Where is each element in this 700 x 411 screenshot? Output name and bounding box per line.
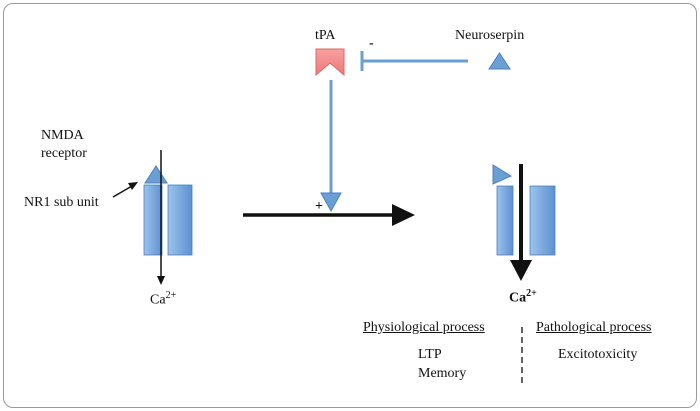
nr1-label: NR1 sub unit (24, 195, 99, 210)
right-nr1-shape (492, 164, 513, 185)
ltp-label: LTP (418, 347, 442, 362)
left-calcium-charge: 2+ (165, 290, 177, 301)
right-channel-right (529, 185, 556, 256)
nr1-pointer-head (128, 182, 138, 190)
diagram-frame (3, 3, 697, 408)
memory-label: Memory (418, 366, 467, 381)
physiological-heading: Physiological process (363, 320, 485, 335)
tpa-shape (315, 48, 345, 77)
nr1-pointer-line (112, 185, 133, 198)
neuroserpin-shape (488, 52, 511, 70)
right-ion-arrowhead (510, 260, 532, 281)
inhibition-sign: - (369, 36, 374, 51)
nr1-subunit-shape (144, 165, 168, 184)
neuroserpin-label: Neuroserpin (455, 28, 525, 43)
nmda-label-line2: receptor (41, 146, 87, 161)
nmda-label-line1: NMDA (41, 128, 84, 143)
right-calcium-base: Ca (509, 290, 527, 306)
left-channel-right (167, 184, 193, 256)
left-ion-arrowhead (157, 276, 165, 285)
excitotoxicity-label: Excitotoxicity (558, 347, 638, 362)
tpa-down-arrowhead (320, 192, 342, 213)
pathological-heading: Pathological process (536, 320, 652, 335)
left-calcium-label: Ca2+ (150, 290, 176, 309)
activation-sign: + (315, 199, 323, 214)
left-channel-left (143, 184, 163, 256)
tpa-label: tPA (315, 28, 336, 43)
left-calcium-base: Ca (150, 292, 166, 308)
right-channel-left (496, 185, 514, 256)
right-calcium-label: Ca2+ (509, 288, 537, 307)
right-calcium-charge: 2+ (526, 288, 537, 299)
main-arrow-head (392, 204, 415, 226)
